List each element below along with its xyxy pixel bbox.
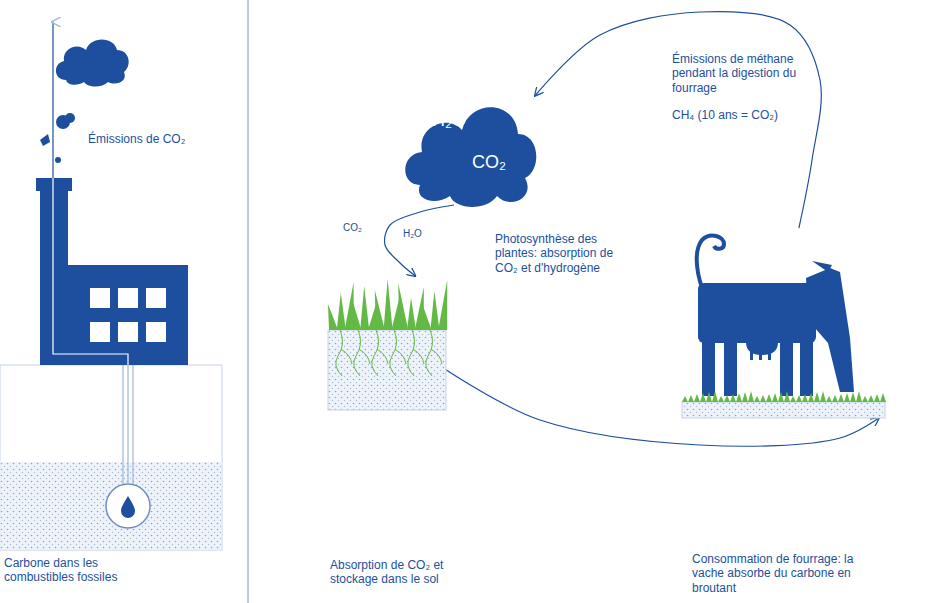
cow-node: Consommation de fourrage: la vache absor… [680, 228, 885, 418]
annotation-label: CH₄ (10 ans = CO₂) [672, 108, 778, 122]
edge-label: Photosynthèse des plantes: absorption de… [495, 232, 630, 275]
edge-label: Émissions de méthane pendant la digestio… [672, 52, 800, 95]
annotation-label: Émissions de CO₂ [88, 132, 185, 146]
carbon-flow [127, 365, 128, 484]
soil-strip [682, 402, 885, 418]
cow-tail [697, 236, 724, 288]
factory-windows [90, 288, 166, 342]
roots [336, 330, 442, 376]
flow-arrow [385, 205, 454, 276]
cow-silhouette [698, 261, 854, 396]
divider-line [248, 0, 249, 603]
annotation-label: CO₂ [343, 222, 362, 234]
factory-building [68, 265, 188, 365]
smoke-puff [40, 134, 50, 146]
fossil-layer [1, 462, 222, 550]
annotation-label: Carbone dans les combustibles fossiles [4, 556, 154, 585]
reservoir-circle [106, 484, 150, 528]
grass-node: Absorption de CO₂ et stockage dans le so… [328, 276, 446, 410]
carbon-flow [53, 178, 128, 365]
node-shape [680, 228, 885, 418]
pipe-line [122, 365, 123, 484]
node-shape [328, 276, 446, 410]
flow-arrow [535, 12, 821, 228]
smoke-puff [55, 157, 61, 163]
grass-blades [328, 279, 447, 330]
smoke-puff [65, 113, 75, 123]
chimney [40, 190, 68, 365]
oil-drop [121, 496, 135, 518]
ground-block [0, 365, 222, 550]
chimney-cap [36, 178, 72, 191]
pipe-line [132, 365, 133, 484]
smoke-cloud [56, 40, 129, 87]
node-shape [400, 90, 535, 205]
soil-block [328, 330, 446, 410]
node-text: H₂O [432, 110, 466, 132]
carbon-flow [52, 22, 53, 178]
cloud-node: H₂O CO₂ [400, 90, 535, 205]
cloud-shape [405, 107, 536, 207]
grass-strip [682, 391, 886, 402]
node-text: Consommation de fourrage: la vache absor… [692, 552, 877, 595]
annotation-label: H₂O [403, 228, 422, 240]
node-text: CO₂ [472, 152, 506, 174]
node-text: Absorption de CO₂ et stockage dans le so… [330, 558, 480, 587]
